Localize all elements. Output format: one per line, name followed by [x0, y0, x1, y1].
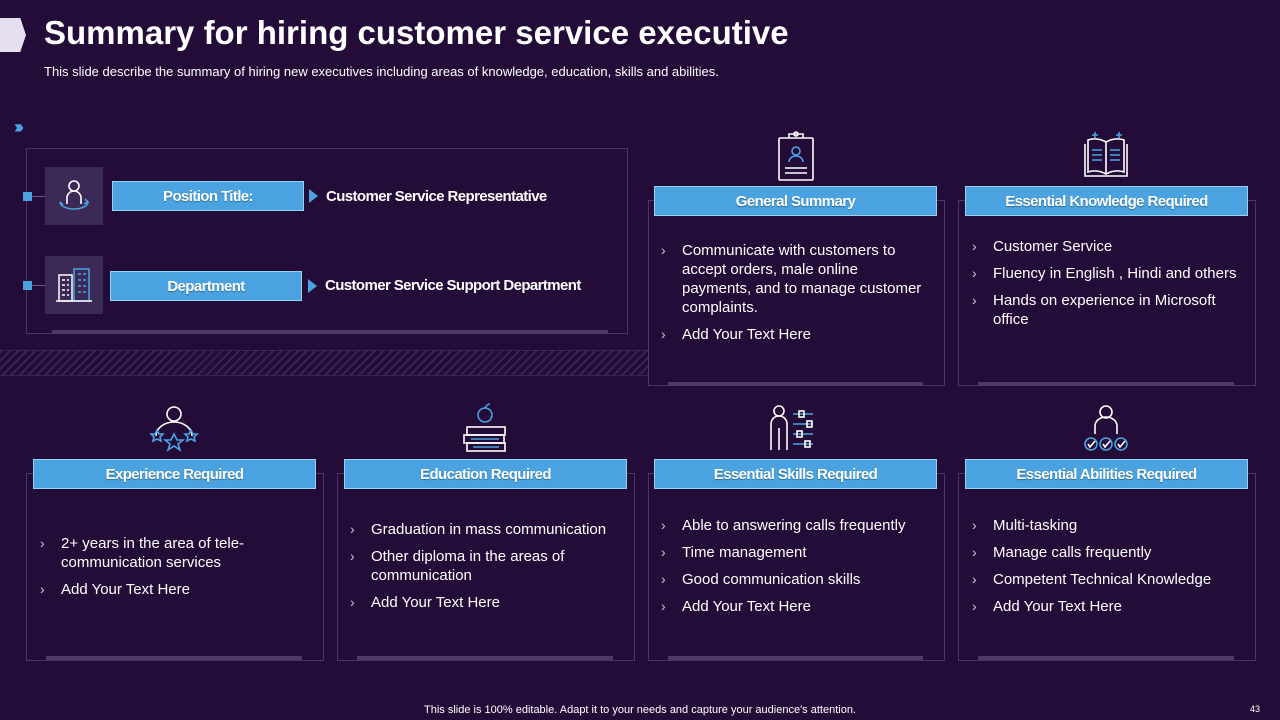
- position-panel-bar: [52, 330, 608, 334]
- card-bar: [357, 656, 613, 660]
- list-item: Add Your Text Here: [40, 580, 302, 599]
- connector-line: [32, 196, 46, 197]
- list-item: Manage calls frequently: [972, 543, 1244, 562]
- list-item: Fluency in English , Hindi and others: [972, 264, 1242, 283]
- list-item: Add Your Text Here: [661, 325, 931, 344]
- row-marker: [23, 192, 32, 201]
- experience-list: 2+ years in the area of tele-communicati…: [40, 534, 302, 607]
- skills-header: Essential Skills Required: [654, 459, 937, 489]
- list-item: Good communication skills: [661, 570, 933, 589]
- list-item: 2+ years in the area of tele-communicati…: [40, 534, 302, 572]
- card-bar: [668, 656, 923, 660]
- row-marker: [23, 281, 32, 290]
- person-rotate-icon: [45, 167, 103, 225]
- person-stars-icon: [148, 404, 200, 454]
- connector-line: [32, 285, 46, 286]
- card-bar: [978, 656, 1234, 660]
- pointer-triangle-icon: [308, 279, 317, 293]
- hatch-divider: [0, 350, 648, 376]
- card-bar: [668, 382, 923, 386]
- general-summary-list: Communicate with customers to accept ord…: [661, 241, 931, 352]
- pointer-triangle-icon: [309, 189, 318, 203]
- list-item: Competent Technical Knowledge: [972, 570, 1244, 589]
- skills-list: Able to answering calls frequently Time …: [661, 516, 933, 624]
- card-bar: [46, 656, 302, 660]
- books-apple-icon: [461, 403, 509, 453]
- list-item: Customer Service: [972, 237, 1242, 256]
- list-item: Communicate with customers to accept ord…: [661, 241, 931, 317]
- general-summary-header: General Summary: [654, 186, 937, 216]
- list-item: Able to answering calls frequently: [661, 516, 933, 535]
- position-title-label: Position Title:: [112, 181, 304, 211]
- list-item: Graduation in mass communication: [350, 520, 622, 539]
- list-item: Other diploma in the areas of communicat…: [350, 547, 622, 585]
- person-sliders-icon: [767, 404, 819, 454]
- list-item: Add Your Text Here: [350, 593, 622, 612]
- experience-header: Experience Required: [33, 459, 316, 489]
- abilities-list: Multi-tasking Manage calls frequently Co…: [972, 516, 1244, 624]
- knowledge-list: Customer Service Fluency in English , Hi…: [972, 237, 1242, 337]
- education-list: Graduation in mass communication Other d…: [350, 520, 622, 620]
- knowledge-header: Essential Knowledge Required: [965, 186, 1248, 216]
- list-item: Hands on experience in Microsoft office: [972, 291, 1242, 329]
- card-bar: [978, 382, 1234, 386]
- clipboard-profile-icon: [777, 130, 815, 182]
- education-header: Education Required: [344, 459, 627, 489]
- footer-note: This slide is 100% editable. Adapt it to…: [424, 704, 856, 716]
- abilities-header: Essential Abilities Required: [965, 459, 1248, 489]
- page-title: Summary for hiring customer service exec…: [44, 14, 789, 51]
- department-value: Customer Service Support Department: [325, 277, 581, 294]
- chevron-arrows-icon: ›››: [14, 117, 24, 137]
- department-label: Department: [110, 271, 302, 301]
- list-item: Add Your Text Here: [972, 597, 1244, 616]
- person-checks-icon: [1083, 404, 1129, 454]
- position-title-value: Customer Service Representative: [326, 188, 547, 205]
- list-item: Time management: [661, 543, 933, 562]
- title-tab-marker: [0, 18, 26, 52]
- buildings-icon: [45, 256, 103, 314]
- position-panel: [26, 148, 628, 334]
- page-subtitle: This slide describe the summary of hirin…: [44, 64, 719, 79]
- page-number: 43: [1250, 704, 1261, 714]
- list-item: Add Your Text Here: [661, 597, 933, 616]
- open-book-icon: [1081, 130, 1131, 180]
- list-item: Multi-tasking: [972, 516, 1244, 535]
